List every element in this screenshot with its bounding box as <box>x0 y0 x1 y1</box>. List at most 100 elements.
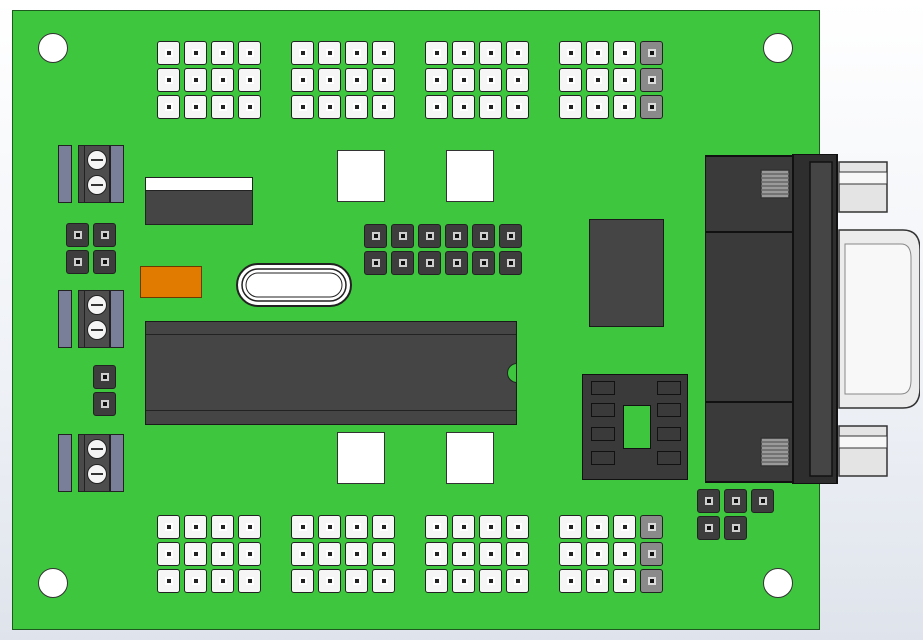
mounting-hole-icon <box>38 33 68 63</box>
header-pin <box>345 515 368 539</box>
header-pin <box>452 41 475 65</box>
header-pin <box>345 41 368 65</box>
pcb-board <box>12 10 820 630</box>
header-pin <box>157 515 180 539</box>
header-pin <box>211 542 234 566</box>
header-pin <box>291 95 314 119</box>
header-pin <box>318 569 341 593</box>
header-pin <box>184 95 207 119</box>
header-pin <box>613 95 636 119</box>
screw-icon <box>87 464 107 484</box>
header-pin <box>345 95 368 119</box>
header-pin <box>751 489 774 513</box>
header-pin <box>372 41 395 65</box>
header-pin <box>425 515 448 539</box>
header-pin <box>291 515 314 539</box>
pad-1 <box>337 150 385 202</box>
header-pin <box>364 224 387 248</box>
capacitor <box>140 266 202 298</box>
microcontroller-dip <box>145 321 517 425</box>
screw-icon <box>87 320 107 340</box>
header-pin <box>418 251 441 275</box>
header-pin <box>640 41 663 65</box>
header-pin <box>184 569 207 593</box>
header-pin <box>506 68 529 92</box>
header-pin <box>445 251 468 275</box>
header-pin <box>559 569 582 593</box>
header-pin <box>479 542 502 566</box>
pad-2 <box>446 150 494 202</box>
db9-connector-icon <box>704 153 921 485</box>
header-pin <box>318 68 341 92</box>
header-pin <box>372 569 395 593</box>
header-pin <box>640 569 663 593</box>
header-pin <box>318 515 341 539</box>
header-pin <box>364 251 387 275</box>
screw-icon <box>87 175 107 195</box>
header-pin <box>506 41 529 65</box>
mounting-hole-icon <box>38 568 68 598</box>
header-pin <box>452 569 475 593</box>
header-pin <box>425 569 448 593</box>
header-pin <box>425 542 448 566</box>
header-pin <box>559 95 582 119</box>
header-pin <box>697 489 720 513</box>
header-pin <box>506 515 529 539</box>
header-pin <box>724 489 747 513</box>
header-pin <box>586 41 609 65</box>
header-pin <box>640 95 663 119</box>
header-pin <box>184 68 207 92</box>
header-pin <box>586 542 609 566</box>
header-pin <box>345 542 368 566</box>
crystal-icon <box>236 263 352 307</box>
header-pin <box>479 515 502 539</box>
regulator-component <box>145 177 253 225</box>
header-pin <box>211 41 234 65</box>
screw-icon <box>87 439 107 459</box>
header-pin <box>452 542 475 566</box>
header-pin <box>66 223 89 247</box>
header-pin <box>499 251 522 275</box>
header-pin <box>586 515 609 539</box>
header-pin <box>238 515 261 539</box>
header-pin <box>391 224 414 248</box>
header-pin <box>157 569 180 593</box>
header-pin <box>291 68 314 92</box>
header-pin <box>613 515 636 539</box>
header-pin <box>479 569 502 593</box>
header-pin <box>559 68 582 92</box>
header-pin <box>211 95 234 119</box>
header-pin <box>291 569 314 593</box>
header-pin <box>613 542 636 566</box>
header-pin <box>586 569 609 593</box>
header-pin <box>479 68 502 92</box>
header-pin <box>425 41 448 65</box>
header-pin <box>391 251 414 275</box>
pad-4 <box>446 432 494 484</box>
header-pin <box>506 542 529 566</box>
header-pin <box>238 95 261 119</box>
header-pin <box>372 95 395 119</box>
header-pin <box>318 95 341 119</box>
header-pin <box>211 68 234 92</box>
header-pin <box>452 95 475 119</box>
header-pin <box>66 250 89 274</box>
header-pin <box>157 542 180 566</box>
header-pin <box>372 542 395 566</box>
header-pin <box>93 365 116 389</box>
header-pin <box>238 542 261 566</box>
ic-socket-icon <box>582 374 688 480</box>
header-pin <box>238 569 261 593</box>
header-pin <box>418 224 441 248</box>
header-pin <box>93 250 116 274</box>
header-pin <box>499 224 522 248</box>
header-pin <box>506 569 529 593</box>
header-pin <box>238 41 261 65</box>
header-pin <box>479 41 502 65</box>
header-pin <box>640 542 663 566</box>
header-pin <box>318 41 341 65</box>
header-pin <box>157 68 180 92</box>
screw-icon <box>87 150 107 170</box>
header-pin <box>184 41 207 65</box>
header-pin <box>291 41 314 65</box>
